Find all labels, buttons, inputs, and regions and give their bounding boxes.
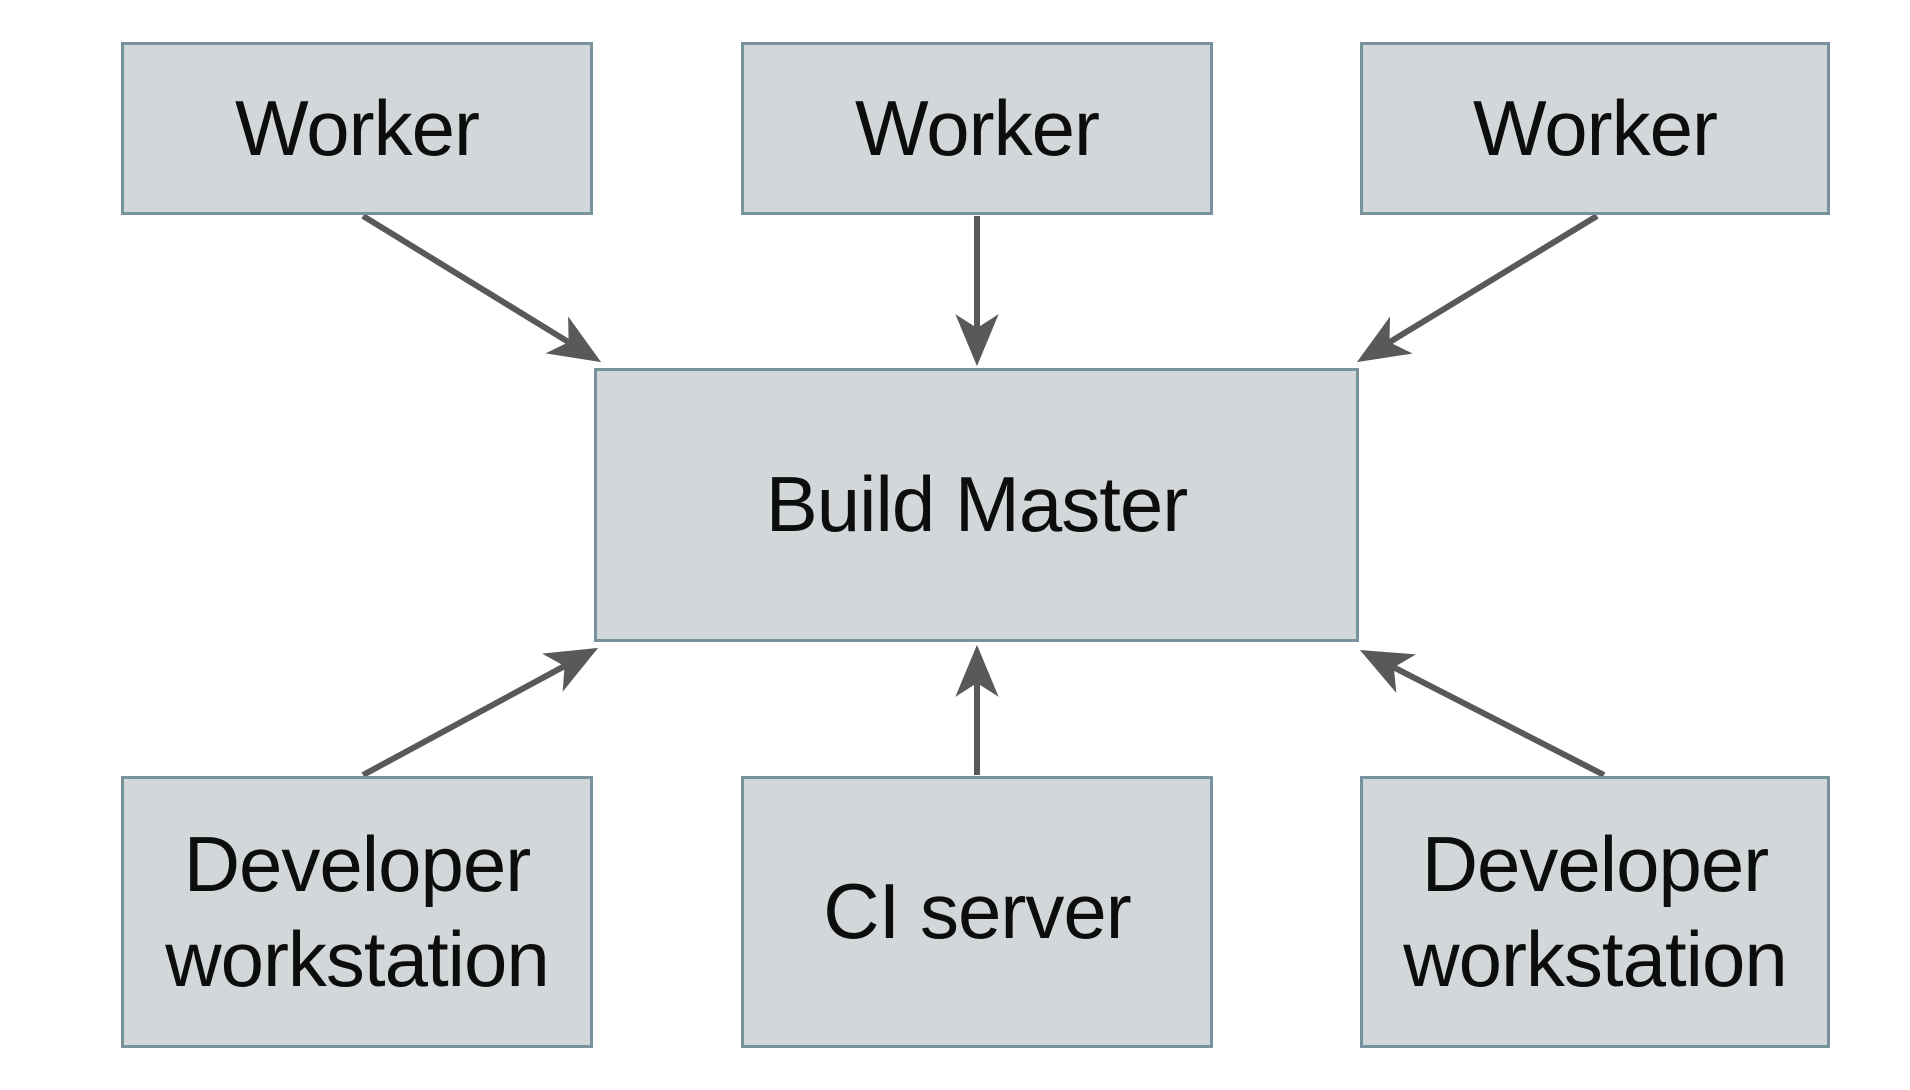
worker-1-label: Worker <box>235 83 480 172</box>
arrow-worker-1-to-build-master <box>361 213 602 363</box>
worker-3-label: Worker <box>1473 83 1718 172</box>
node-ci-server: CI server <box>741 776 1213 1048</box>
developer-workstation-2-label: Developer workstation <box>1403 819 1788 1003</box>
node-worker-3: Worker <box>1360 42 1830 215</box>
developer-workstation-1-label: Developer workstation <box>165 819 550 1003</box>
worker-2-label: Worker <box>855 83 1100 172</box>
arrow-developer-workstation-1-to-build-master <box>361 647 599 778</box>
build-master-label: Build Master <box>765 460 1188 549</box>
arrow-worker-3-to-build-master <box>1356 213 1599 363</box>
node-developer-workstation-2: Developer workstation <box>1360 776 1830 1048</box>
node-worker-1: Worker <box>121 42 593 215</box>
arrow-developer-workstation-2-to-build-master <box>1359 649 1606 778</box>
node-developer-workstation-1: Developer workstation <box>121 776 593 1048</box>
node-worker-2: Worker <box>741 42 1213 215</box>
node-build-master: Build Master <box>594 368 1359 642</box>
ci-server-label: CI server <box>823 867 1131 956</box>
